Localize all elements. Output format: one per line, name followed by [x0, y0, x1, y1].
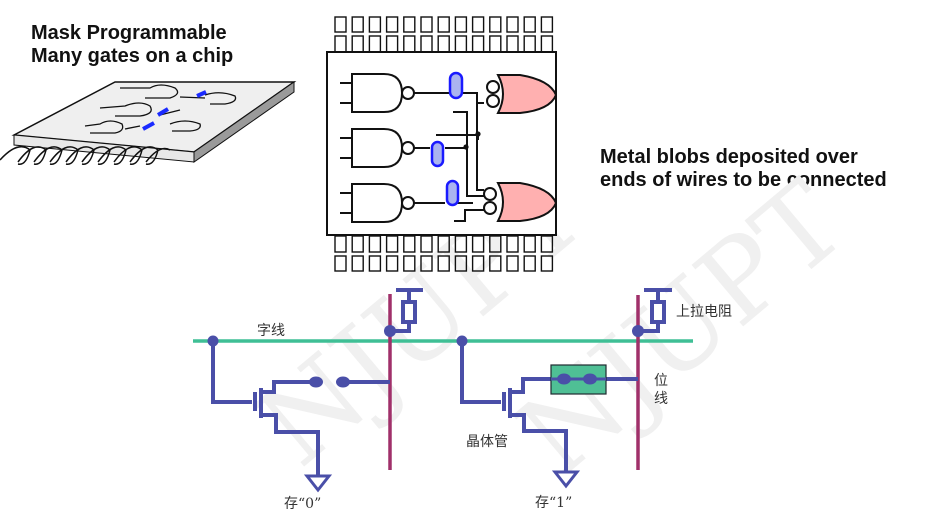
nand-gate-2	[340, 128, 430, 168]
chip-pin	[540, 255, 554, 272]
chip-pin	[385, 16, 399, 33]
chip-pins	[0, 145, 171, 165]
chip-perspective-illustration	[0, 81, 297, 165]
metal-blob	[448, 71, 464, 100]
metal-blob-marks	[142, 90, 207, 131]
chip-pin	[437, 235, 450, 253]
chip-pin	[540, 235, 554, 253]
chip-pin	[506, 16, 519, 33]
chip-pin	[437, 255, 450, 272]
ground-icon	[303, 474, 333, 493]
nand-gate-3	[340, 183, 445, 223]
chip-pin	[403, 235, 416, 253]
transistor-cell-store-1	[460, 341, 638, 474]
caption-line-2: ends of wires to be connected	[600, 169, 887, 191]
metal-blob	[430, 140, 445, 168]
chip-pin	[471, 16, 485, 33]
chip-pin	[334, 235, 347, 253]
connection-dots	[207, 325, 644, 388]
chip-pin	[351, 35, 364, 53]
chip-pin	[403, 35, 416, 53]
chip-pin	[334, 35, 347, 53]
metal-blobs	[430, 71, 464, 207]
chip-pin	[385, 255, 399, 272]
chip-pin	[368, 16, 382, 33]
transistor-cell-store-0	[211, 341, 390, 478]
chip-pin	[420, 255, 433, 272]
nand-gates	[340, 73, 450, 223]
chip-pin	[420, 35, 433, 53]
chip-pin	[506, 35, 519, 53]
chip-pin	[454, 35, 468, 53]
open-contact	[309, 376, 323, 388]
open-contact	[336, 376, 350, 388]
pull-up-resistor-right	[640, 288, 672, 333]
chip-pin	[454, 235, 468, 253]
chip-pin	[403, 255, 416, 272]
nand-gate-1	[340, 73, 450, 113]
closed-contact	[583, 373, 597, 385]
caption-line-1: Mask Programmable	[31, 22, 227, 44]
caption-line-1: Metal blobs deposited over	[600, 146, 858, 168]
rom-cell-circuit	[193, 288, 693, 493]
chip-pin	[403, 16, 416, 33]
metal-blob	[445, 179, 460, 207]
bit-line-label-1: 位	[654, 373, 668, 389]
chip-pin	[523, 35, 536, 53]
chip-pin	[351, 235, 364, 253]
chip-pin	[540, 16, 554, 33]
pullup-resistor-label: 上拉电阻	[676, 304, 732, 320]
chip-pin	[471, 235, 485, 253]
gate-array-chip	[326, 16, 558, 272]
chip-pin	[489, 16, 502, 33]
chip-pin	[523, 255, 536, 272]
chip-pin	[334, 16, 347, 33]
chip-pin	[368, 35, 382, 53]
chip-pin	[540, 35, 554, 53]
or-gate-1	[486, 74, 558, 114]
chip-pin	[420, 16, 433, 33]
chip-pin	[454, 255, 468, 272]
or-gates	[483, 74, 558, 222]
chip-pin	[489, 255, 502, 272]
word-line-label: 字线	[257, 323, 285, 339]
chip-pin	[523, 235, 536, 253]
chip-pin	[506, 255, 519, 272]
chip-pin	[489, 235, 502, 253]
metal-blobs-caption: Metal blobs deposited over ends of wires…	[600, 146, 887, 192]
chip-pin	[437, 35, 450, 53]
chip-pin	[368, 255, 382, 272]
mask-programmable-caption: Mask Programmable Many gates on a chip	[31, 22, 233, 68]
caption-line-2: Many gates on a chip	[31, 45, 234, 67]
chip-pin	[506, 235, 519, 253]
chip-pin	[351, 16, 364, 33]
ground-icon	[551, 470, 581, 489]
chip-pin	[471, 255, 485, 272]
chip-pin	[471, 35, 485, 53]
pull-up-resistor-left	[392, 288, 423, 333]
chip-pin	[351, 255, 364, 272]
chip-pin	[489, 35, 502, 53]
chip-pin	[523, 16, 536, 33]
chip-pin	[385, 235, 399, 253]
chip-pin	[454, 16, 468, 33]
store-1-label: 存“1”	[535, 495, 573, 511]
closed-contact	[557, 373, 571, 385]
chip-pin	[437, 16, 450, 33]
chip-pin	[385, 35, 399, 53]
chip-pin	[334, 255, 347, 272]
bit-line-label-2: 线	[654, 391, 668, 407]
transistor-label: 晶体管	[466, 434, 508, 450]
or-gate-2	[483, 182, 558, 222]
store-0-label: 存“0”	[284, 496, 322, 512]
chip-pin	[420, 235, 433, 253]
chip-pin	[368, 235, 382, 253]
